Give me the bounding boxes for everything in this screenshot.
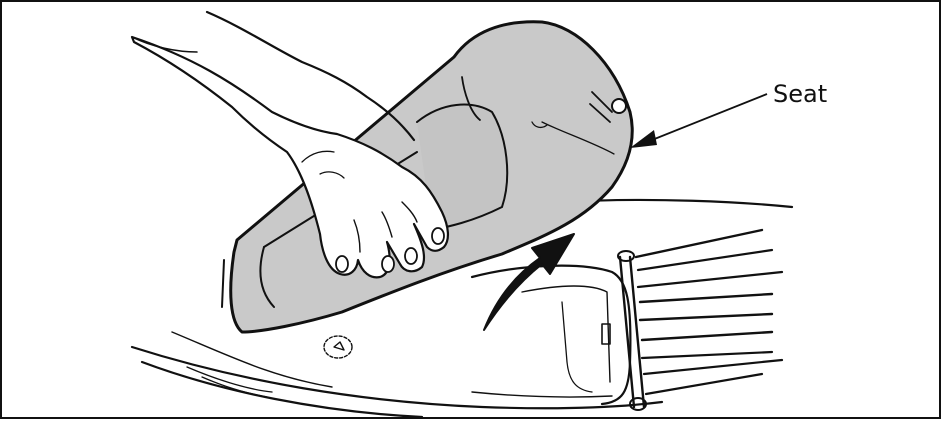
callout-arrow-icon	[630, 94, 767, 148]
seat-label: Seat	[773, 82, 827, 106]
